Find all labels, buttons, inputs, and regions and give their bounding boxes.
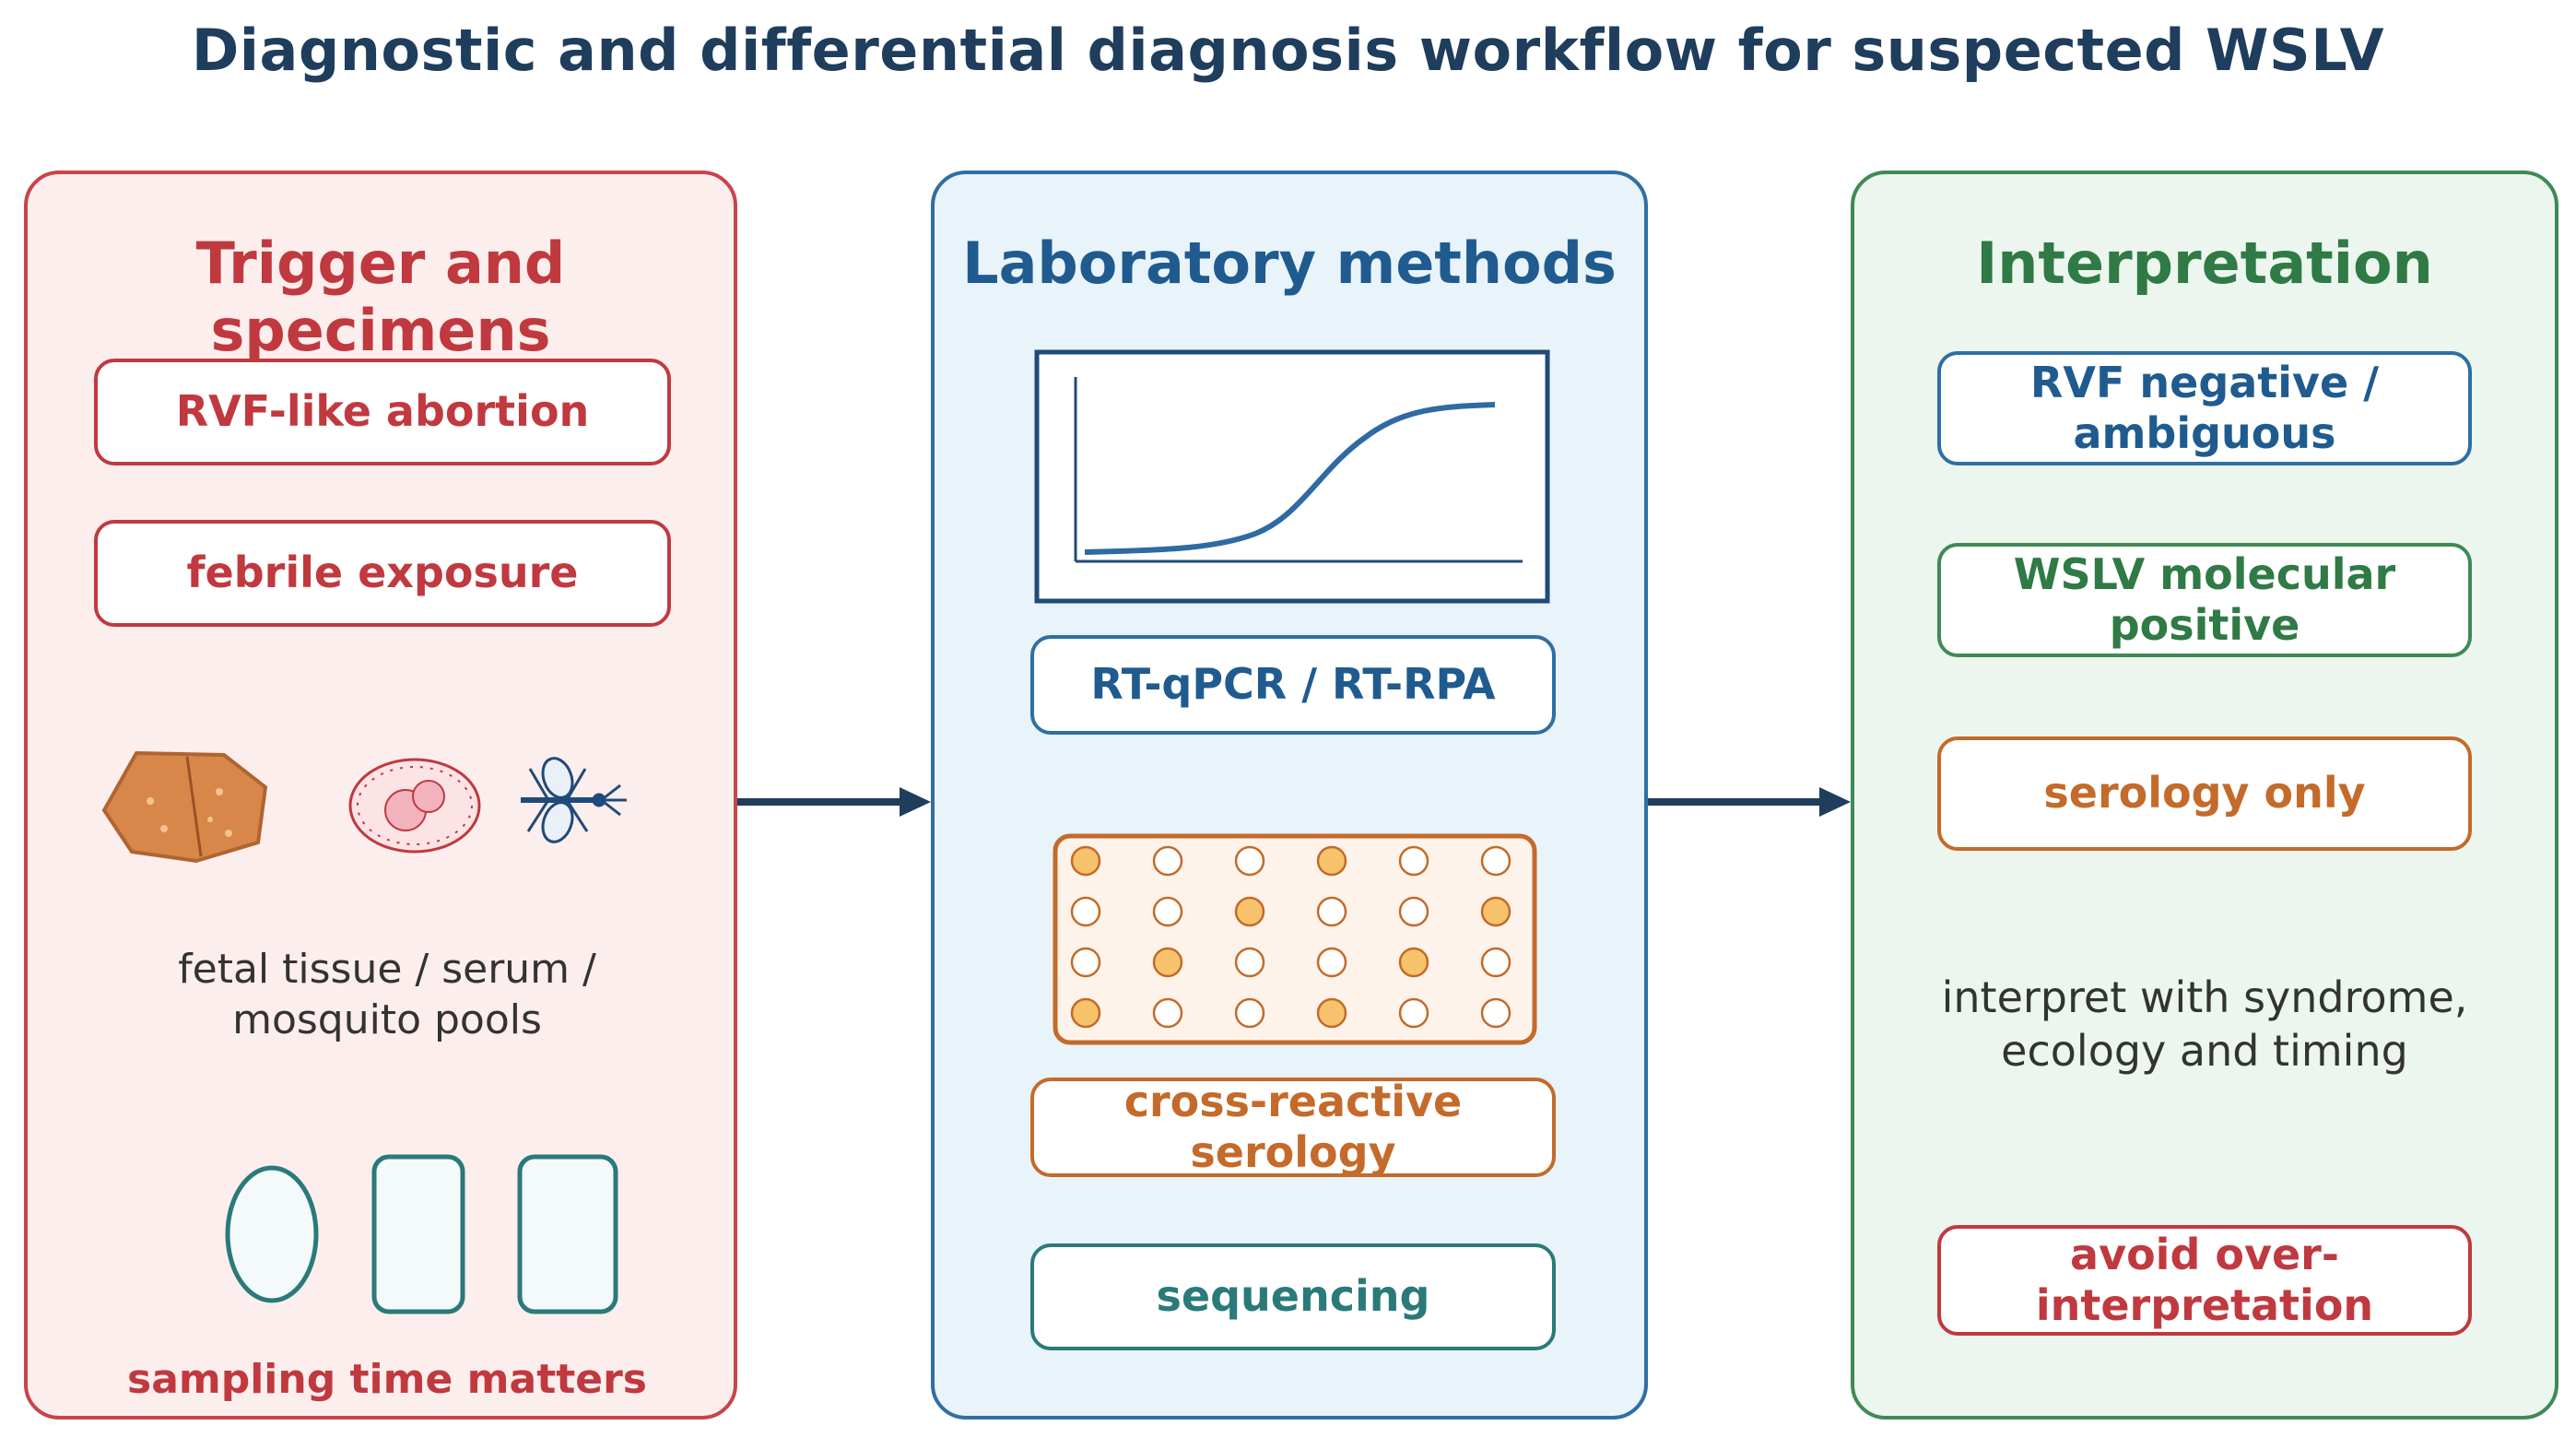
- amplification-curve-icon: [1034, 349, 1550, 604]
- panel-laboratory-methods: Laboratory methods RT-qPCR / RT-RPA cros…: [931, 171, 1648, 1420]
- sample-vial-icon: [371, 1154, 465, 1314]
- well-negative: [1398, 896, 1429, 927]
- interp-note: interpret with syndrome, ecology and tim…: [1941, 972, 2468, 1076]
- sample-vial-icon: [517, 1154, 618, 1314]
- trigger-item-abortion: RVF-like abortion: [94, 359, 671, 465]
- cell-culture-icon: [348, 758, 481, 854]
- mosquito-icon: [521, 757, 627, 843]
- well-positive: [1480, 896, 1511, 927]
- panel-title-lab: Laboratory methods: [962, 230, 1617, 297]
- well-negative: [1398, 997, 1429, 1029]
- page-title: Diagnostic and differential diagnosis wo…: [191, 17, 2385, 84]
- well-positive: [1234, 896, 1265, 927]
- interp-rvf-negative: RVF negative / ambiguous: [1937, 351, 2472, 465]
- microplate-icon: [1053, 833, 1537, 1045]
- well-negative: [1234, 947, 1265, 978]
- arrow-to-interpretation: [1648, 787, 1851, 817]
- well-negative: [1316, 947, 1347, 978]
- well-negative: [1070, 947, 1101, 978]
- panel-interpretation: Interpretation RVF negative / ambiguous …: [1851, 171, 2558, 1420]
- arrow-to-lab: [737, 787, 931, 817]
- well-negative: [1152, 997, 1183, 1029]
- panel-title-trigger: Trigger and specimens: [195, 230, 566, 364]
- sampling-note: sampling time matters: [127, 1356, 647, 1403]
- well-negative: [1480, 947, 1511, 978]
- well-negative: [1480, 997, 1511, 1029]
- well-positive: [1070, 997, 1101, 1029]
- method-sequencing: sequencing: [1030, 1243, 1556, 1350]
- interp-serology-only: serology only: [1937, 736, 2472, 851]
- method-serology: cross-reactive serology: [1030, 1077, 1556, 1177]
- well-negative: [1152, 845, 1183, 877]
- well-negative: [1398, 845, 1429, 877]
- well-negative: [1234, 997, 1265, 1029]
- well-positive: [1398, 947, 1429, 978]
- trigger-item-febrile: febrile exposure: [94, 520, 671, 627]
- well-negative: [1316, 896, 1347, 927]
- well-positive: [1316, 997, 1347, 1029]
- method-molecular: RT-qPCR / RT-RPA: [1030, 635, 1556, 735]
- fetal-tissue-icon: [101, 750, 268, 864]
- panel-trigger-specimens: Trigger and specimens RVF-like abortion …: [24, 171, 737, 1420]
- well-negative: [1152, 896, 1183, 927]
- well-negative: [1234, 845, 1265, 877]
- sample-tube-icon: [225, 1165, 319, 1303]
- well-negative: [1480, 845, 1511, 877]
- well-negative: [1070, 896, 1101, 927]
- interp-wslv-positive: WSLV molecular positive: [1937, 543, 2472, 657]
- panel-title-interpretation: Interpretation: [1976, 230, 2433, 297]
- well-positive: [1316, 845, 1347, 877]
- specimens-text: fetal tissue / serum / mosquito pools: [178, 946, 596, 1043]
- interp-warning: avoid over-interpretation: [1937, 1225, 2472, 1336]
- well-positive: [1152, 947, 1183, 978]
- well-positive: [1070, 845, 1101, 877]
